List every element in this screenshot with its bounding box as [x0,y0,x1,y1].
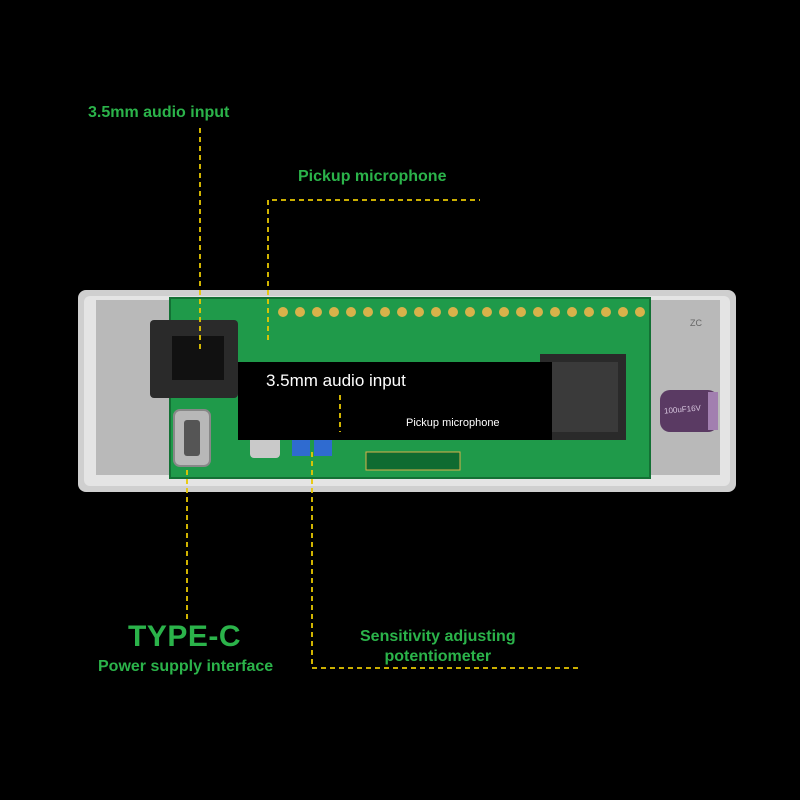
overlay-pickup-microphone: Pickup microphone [406,417,500,429]
overlay-audio-input: 3.5mm audio input [266,371,406,390]
electrolytic-capacitor [660,390,718,432]
label-audio-input: 3.5mm audio input [88,104,230,121]
silkscreen-top-right: ZC [690,318,702,328]
potentiometer-right [314,436,332,456]
label-pickup-microphone: Pickup microphone [298,168,447,185]
enclosure-right-window [640,300,720,475]
label-power-supply: Power supply interface [98,658,274,675]
label-sensitivity-line2: potentiometer [384,648,492,665]
potentiometer-left [292,436,310,456]
header-pins [278,307,645,317]
label-type-c: TYPE-C [128,620,242,653]
label-sensitivity: Sensitivity adjusting potentiometer [360,627,516,667]
leader-pickup-microphone [267,199,480,340]
bottom-header [365,451,461,471]
text-overlay-box [238,362,552,440]
label-sensitivity-line1: Sensitivity adjusting [360,628,516,645]
leader-sensitivity [311,452,580,669]
